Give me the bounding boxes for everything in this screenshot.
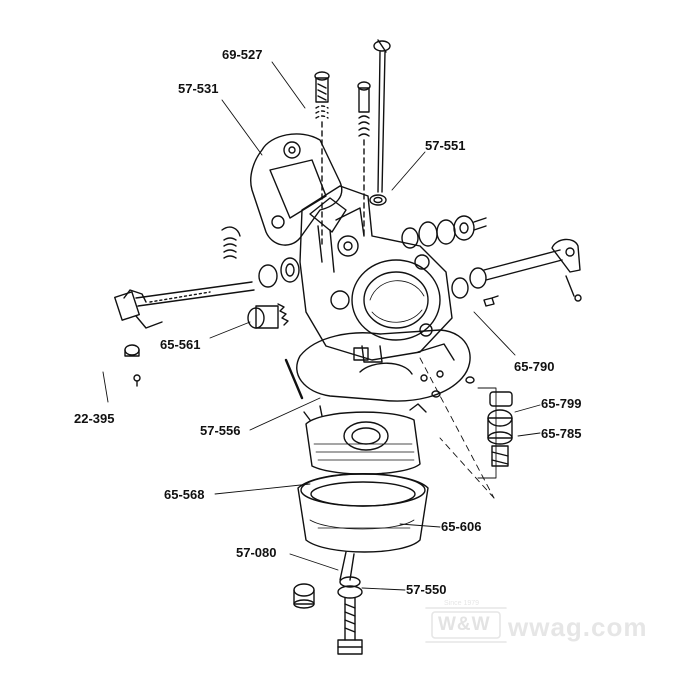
- throttle-shaft-right: [469, 238, 582, 302]
- callout-65-568: 65-568: [164, 487, 205, 502]
- carburetor-body: [299, 185, 453, 363]
- callout-65-561: 65-561: [160, 337, 201, 352]
- callout-57-556: 57-556: [200, 423, 241, 438]
- float-assembly: [303, 403, 427, 475]
- float-pin-rod: [369, 39, 391, 206]
- right-bushings: [401, 215, 499, 307]
- float-bowl: [297, 473, 429, 581]
- callout-57-551: 57-551: [425, 138, 466, 153]
- mounting-gasket: [250, 133, 343, 246]
- callout-69-527: 69-527: [222, 47, 263, 62]
- callout-22-395: 22-395: [74, 411, 115, 426]
- needle-screw: [357, 81, 371, 239]
- drain-plug: [293, 583, 315, 609]
- watermark-tagline: Since 1979: [444, 600, 480, 607]
- watermark-logo-text: W&W: [438, 614, 491, 635]
- callout-65-606: 65-606: [441, 519, 482, 534]
- throttle-shaft-left: [114, 281, 255, 387]
- watermark-site: wwag.com: [508, 612, 648, 642]
- callout-65-799: 65-799: [541, 396, 582, 411]
- callout-57-080: 57-080: [236, 545, 277, 560]
- watermark-logo: [425, 607, 507, 643]
- float-bowl-gasket: [296, 329, 475, 402]
- bowl-bolt: [337, 576, 363, 655]
- callout-65-790: 65-790: [514, 359, 555, 374]
- left-bushings: [221, 226, 304, 400]
- main-jet: [487, 391, 513, 467]
- callout-57-550: 57-550: [406, 582, 447, 597]
- callout-57-531: 57-531: [178, 81, 219, 96]
- idle-screw: [314, 71, 330, 245]
- callout-65-785: 65-785: [541, 426, 582, 441]
